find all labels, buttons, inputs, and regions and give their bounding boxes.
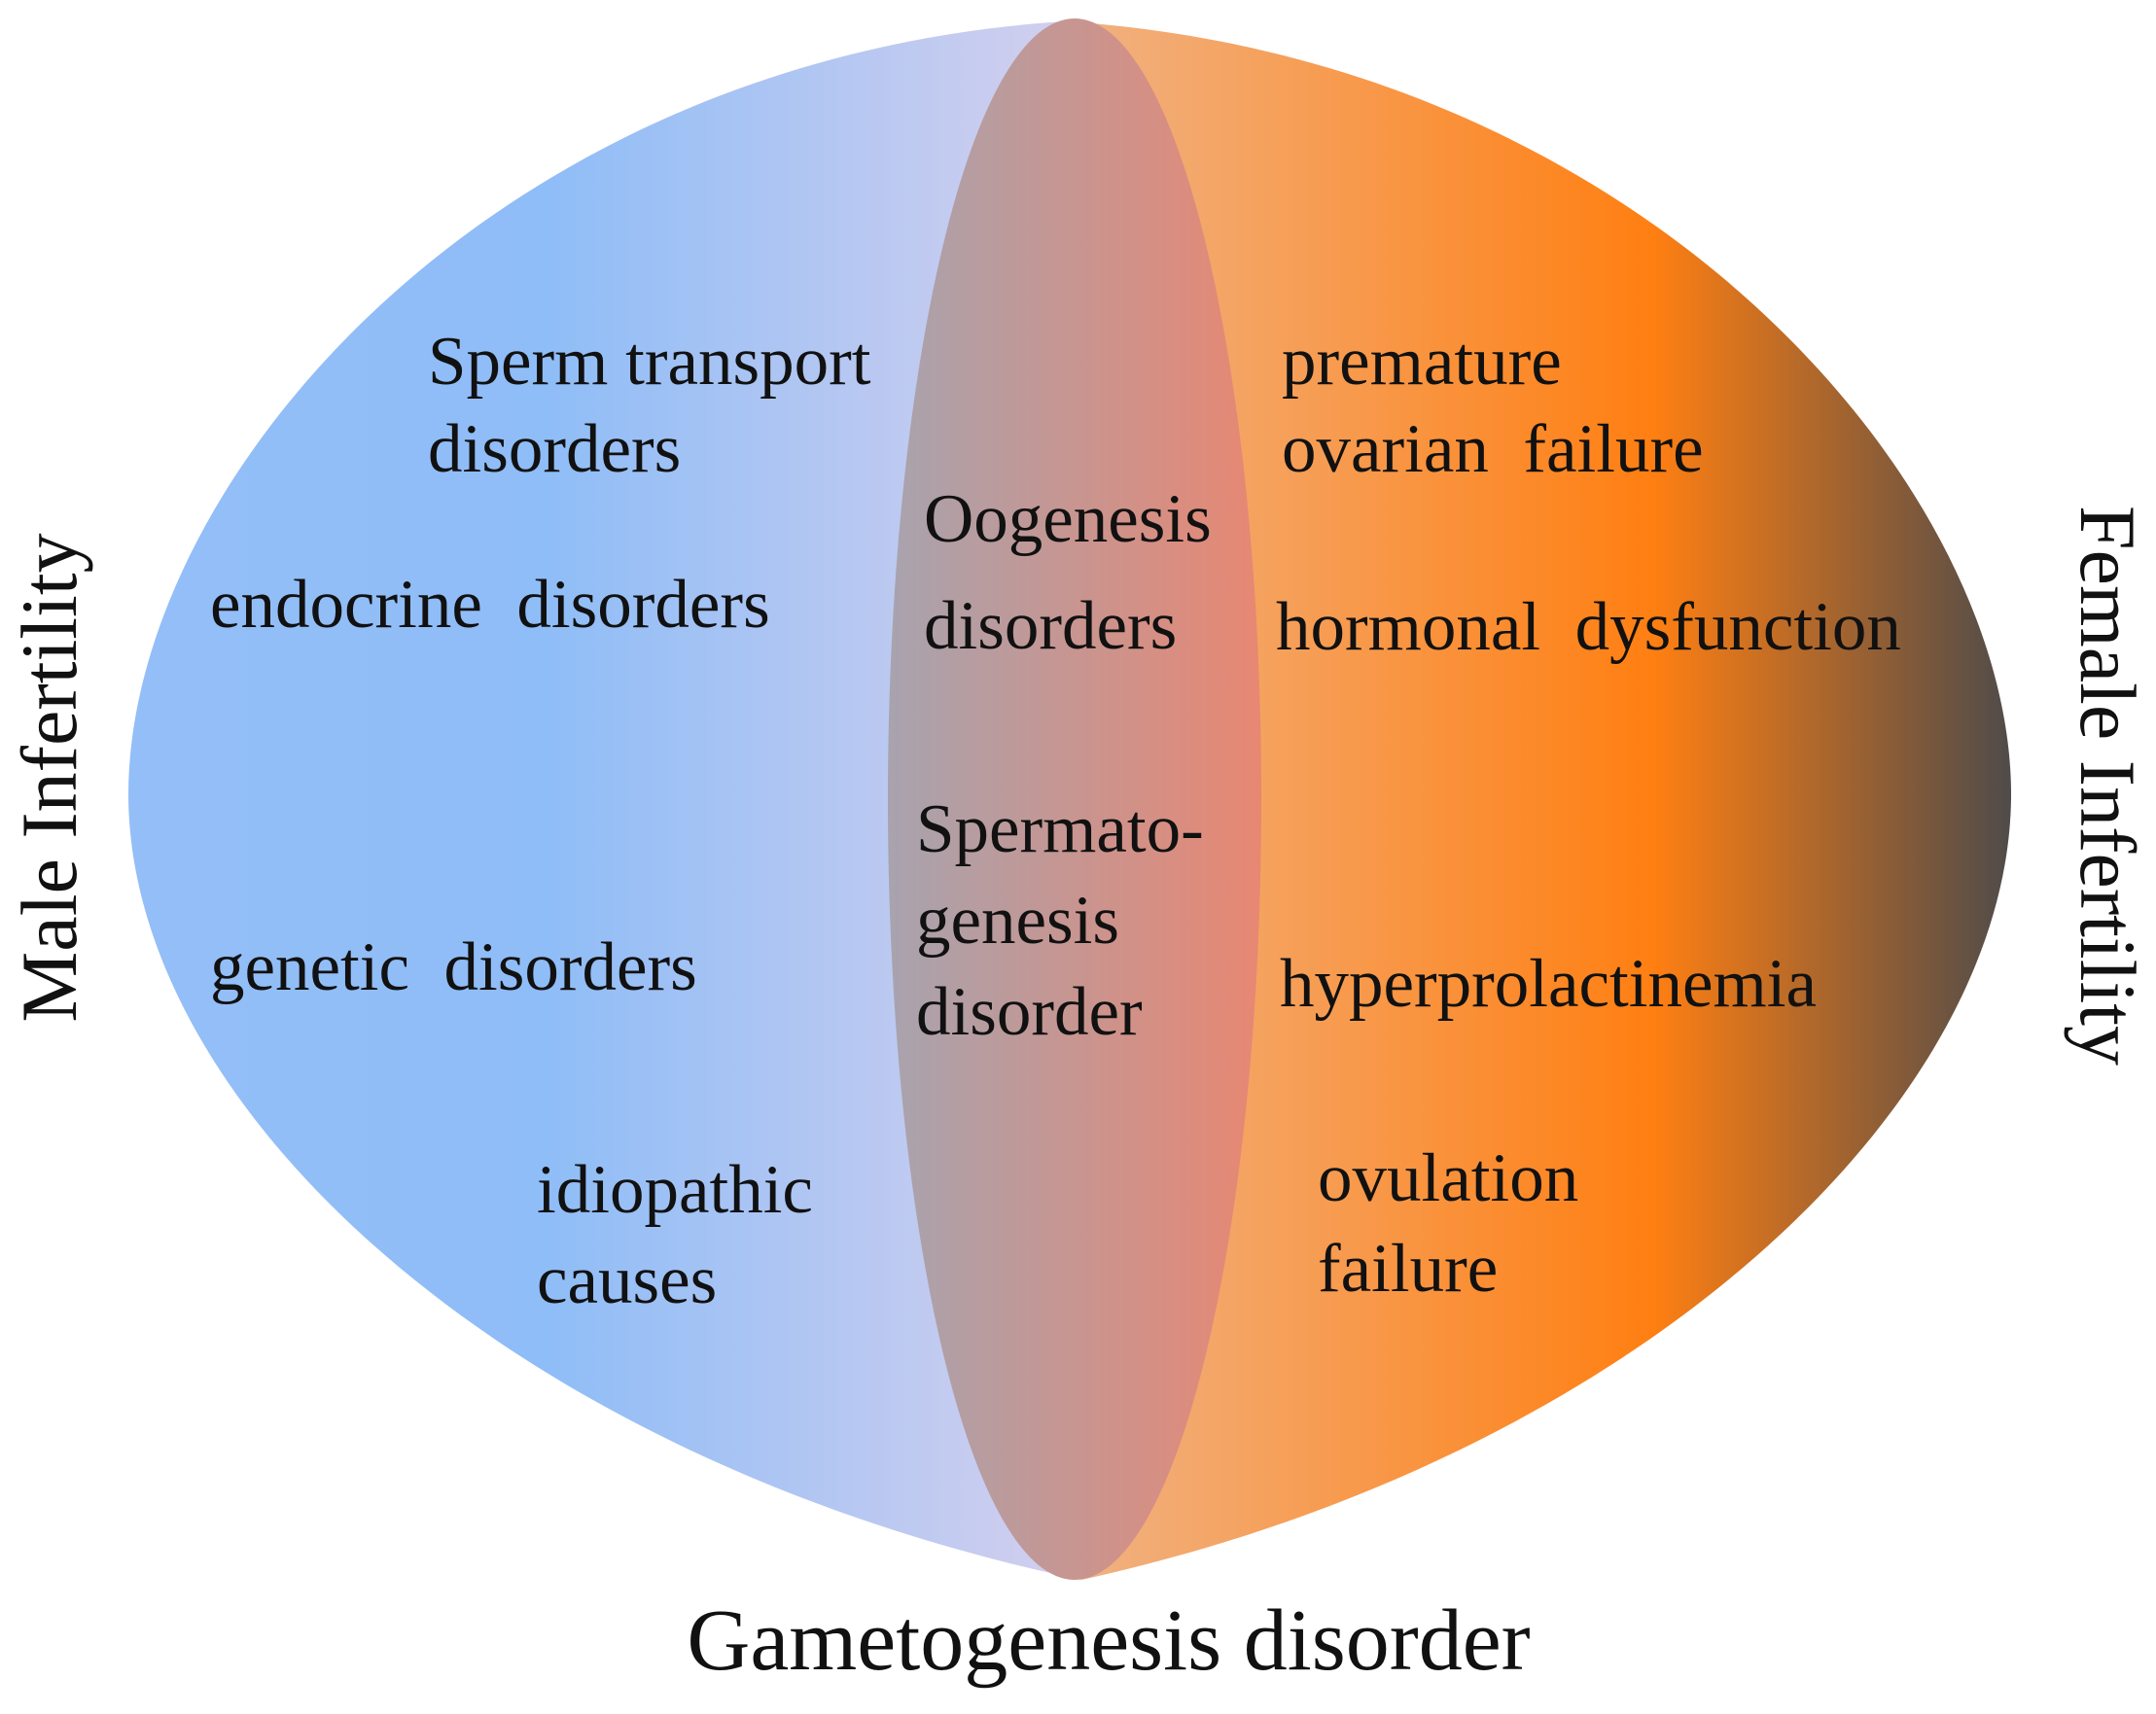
- overlap-cause-oogenesis-line-1: Oogenesis: [924, 481, 1212, 557]
- male-cause-endocrine-line-1: endocrine disorders: [210, 567, 770, 643]
- female-cause-premature-ovarian-failure-line-1: premature: [1282, 324, 1562, 400]
- overlap-cause-spermatogenesis: Spermato- genesis disorder: [916, 791, 1221, 1050]
- male-infertility-label: Male Infertility: [5, 533, 93, 1022]
- male-cause-sperm-transport: Sperm transport disorders: [428, 324, 888, 487]
- female-cause-premature-ovarian-failure-line-2: ovarian failure: [1282, 411, 1704, 487]
- overlap-cause-spermatogenesis-line-2: genesis: [916, 883, 1119, 959]
- male-cause-idiopathic-line-1: idiopathic: [537, 1152, 813, 1228]
- female-cause-ovulation-failure: ovulation failure: [1318, 1140, 1596, 1307]
- male-infertility-region: [127, 21, 1081, 1580]
- overlap-cause-oogenesis-line-2: disorders: [924, 588, 1177, 664]
- female-infertility-label: Female Infertility: [2064, 506, 2152, 1066]
- female-cause-hormonal-dysfunction-line-1: hormonal dysfunction: [1276, 589, 1901, 665]
- female-cause-premature-ovarian-failure: premature ovarian failure: [1282, 324, 1704, 487]
- female-infertility-region: [1065, 21, 2012, 1580]
- male-cause-endocrine: endocrine disorders: [210, 567, 770, 643]
- male-cause-genetic: genetic disorders: [210, 929, 697, 1005]
- male-cause-idiopathic-line-2: causes: [537, 1242, 717, 1318]
- female-cause-ovulation-failure-line-2: failure: [1318, 1231, 1498, 1307]
- male-cause-sperm-transport-line-1: Sperm transport: [428, 324, 871, 400]
- overlap-cause-oogenesis: Oogenesis disorders: [924, 481, 1229, 664]
- male-cause-idiopathic: idiopathic causes: [537, 1152, 831, 1318]
- female-cause-ovulation-failure-line-1: ovulation: [1318, 1140, 1578, 1216]
- female-cause-hyperprolactinemia: hyperprolactinemia: [1280, 946, 1817, 1022]
- overlap-cause-spermatogenesis-line-3: disorder: [916, 974, 1143, 1050]
- female-cause-hyperprolactinemia-line-1: hyperprolactinemia: [1280, 946, 1817, 1022]
- female-cause-hormonal-dysfunction: hormonal dysfunction: [1276, 589, 1901, 665]
- gametogenesis-disorder-label: Gametogenesis disorder: [687, 1592, 1530, 1689]
- overlap-region: [888, 18, 1261, 1580]
- male-cause-genetic-line-1: genetic disorders: [210, 929, 697, 1005]
- male-cause-sperm-transport-line-2: disorders: [428, 411, 681, 487]
- overlap-cause-spermatogenesis-line-1: Spermato-: [916, 791, 1204, 867]
